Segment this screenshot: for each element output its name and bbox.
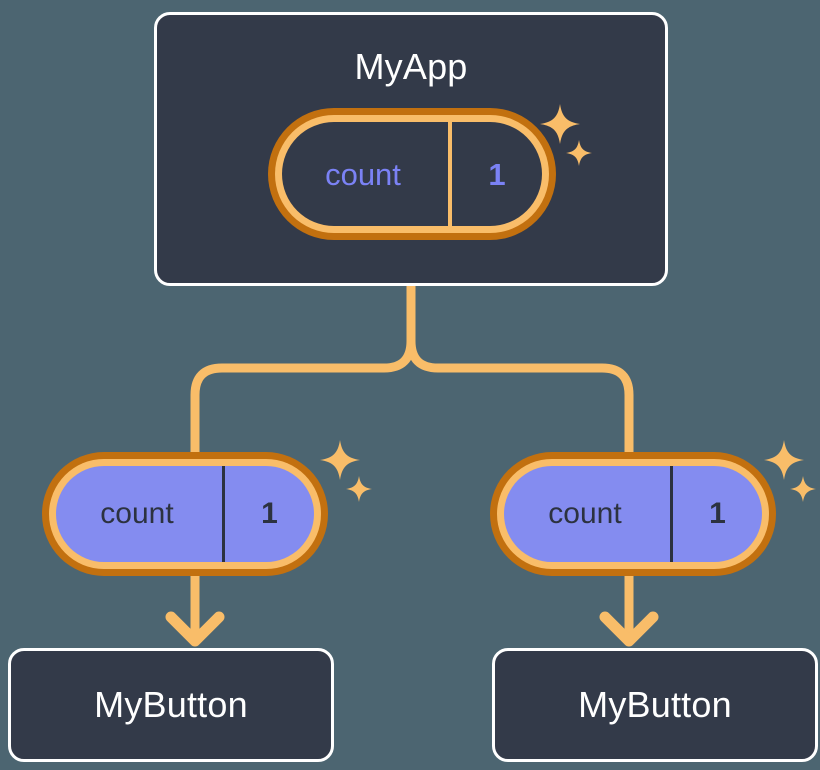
- signal-pill-left[interactable]: count 1: [42, 452, 328, 576]
- component-mybutton-right[interactable]: MyButton: [492, 648, 818, 762]
- signal-value: 1: [670, 466, 762, 562]
- signal-pill-inner-ring: count 1: [49, 459, 321, 569]
- component-mybutton-left[interactable]: MyButton: [8, 648, 334, 762]
- signal-pill-right[interactable]: count 1: [490, 452, 776, 576]
- signal-pill-face: count 1: [282, 122, 542, 226]
- sparkle-small-icon: [790, 476, 816, 502]
- signal-pill-face: count 1: [56, 466, 314, 562]
- sparkles-left: [318, 440, 374, 506]
- signal-name: count: [325, 156, 401, 192]
- component-myapp-title: MyApp: [354, 46, 468, 87]
- sparkle-large-icon: [764, 440, 804, 480]
- signal-pill-face: count 1: [504, 466, 762, 562]
- wire-branch-left: [190, 336, 416, 457]
- arrow-down-icon-left: [165, 611, 225, 647]
- signal-pill-inner-ring: count 1: [275, 115, 549, 233]
- sparkle-small-icon: [346, 476, 372, 502]
- signal-pill-myapp[interactable]: count 1: [268, 108, 556, 240]
- component-mybutton-right-title: MyButton: [578, 684, 732, 725]
- signal-name: count: [548, 497, 622, 530]
- signal-value: 1: [448, 122, 542, 226]
- signal-pill-inner-ring: count 1: [497, 459, 769, 569]
- wire-branch-right: [406, 336, 634, 457]
- arrow-down-icon-right: [599, 611, 659, 647]
- signal-value: 1: [222, 466, 314, 562]
- sparkle-large-icon: [320, 440, 360, 480]
- component-mybutton-left-title: MyButton: [94, 684, 248, 725]
- signal-name: count: [100, 497, 174, 530]
